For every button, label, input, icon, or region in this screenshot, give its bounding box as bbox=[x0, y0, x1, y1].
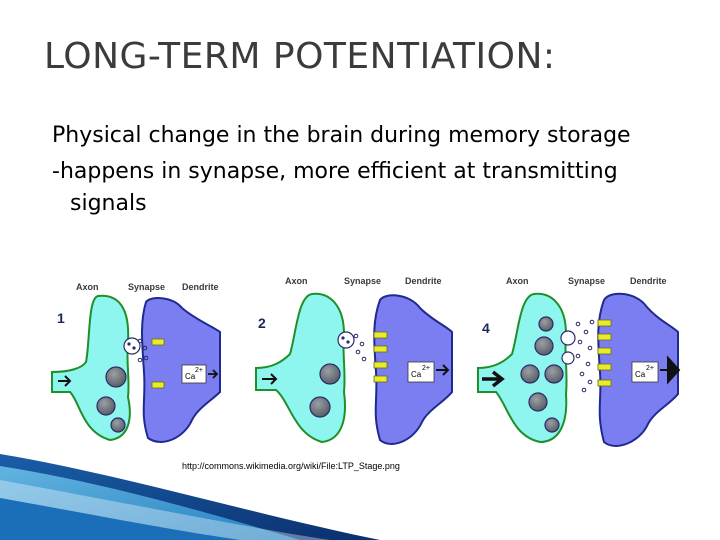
stage-4-receptor bbox=[597, 363, 612, 371]
stage-1-receptor bbox=[151, 338, 165, 346]
stage-2-input-arrow bbox=[262, 373, 278, 385]
stage-1-fused-vesicle bbox=[123, 337, 141, 355]
stage-2-vesicle bbox=[309, 396, 331, 418]
neurotransmitter-dot bbox=[355, 349, 361, 355]
stage-1-receptor bbox=[151, 381, 165, 389]
stage-1-synapse-label: Synapse bbox=[128, 282, 165, 292]
slide-title: LONG-TERM POTENTIATION: bbox=[44, 36, 556, 77]
stage-4-ion-box bbox=[631, 361, 659, 383]
stage-4-ion-charge: 2+ bbox=[646, 365, 654, 372]
stage-2-receptor bbox=[373, 375, 388, 383]
neurotransmitter-dot bbox=[589, 319, 595, 325]
stage-1-ion-label: Ca bbox=[185, 372, 196, 381]
neurotransmitter-dot bbox=[361, 356, 367, 362]
decorative-swoosh bbox=[0, 454, 380, 540]
stage-4-vesicle bbox=[534, 336, 554, 356]
neurotransmitter-dot bbox=[127, 342, 131, 346]
stage-1-vesicle bbox=[110, 417, 126, 433]
neurotransmitter-dot bbox=[575, 353, 581, 359]
stage-4-receptor bbox=[597, 333, 612, 341]
neurotransmitter-dot bbox=[579, 371, 585, 377]
stage-1-number: 1 bbox=[57, 310, 65, 326]
stage-4-ion-label: Ca bbox=[635, 370, 646, 379]
bullet-1: Physical change in the brain during memo… bbox=[52, 123, 631, 148]
neurotransmitter-dot bbox=[581, 387, 587, 393]
stage-2-receptor bbox=[373, 331, 388, 339]
stage-1-dendrite bbox=[141, 297, 221, 443]
stage-4-output-arrow bbox=[660, 355, 681, 385]
neurotransmitter-dot bbox=[142, 345, 148, 351]
neurotransmitter-dot bbox=[132, 346, 136, 350]
stage-2-vesicle bbox=[319, 363, 341, 385]
stage-4: 4 Axon Synapse Dendrite bbox=[477, 276, 681, 447]
stage-1-ion-charge: 2+ bbox=[195, 367, 203, 374]
neurotransmitter-dot bbox=[359, 341, 365, 347]
neurotransmitter-dot bbox=[577, 339, 583, 345]
stage-4-vesicle bbox=[528, 392, 548, 412]
neurotransmitter-dot bbox=[587, 379, 593, 385]
neurotransmitter-dot bbox=[575, 321, 581, 327]
stage-2-dendrite-label: Dendrite bbox=[405, 276, 442, 286]
stage-2-fused-vesicle bbox=[337, 331, 355, 349]
stage-4-dendrite-label: Dendrite bbox=[630, 276, 667, 286]
stage-2: 2 Axon Synapse Dendrite Ca 2+ bbox=[255, 276, 453, 445]
bullet-2: -happens in synapse, more efficient at t… bbox=[52, 159, 618, 216]
stage-4-synapse-label: Synapse bbox=[568, 276, 605, 286]
stage-1-axon-label: Axon bbox=[76, 282, 99, 292]
stage-4-fused-vesicle bbox=[561, 351, 575, 365]
bullet-list: Physical change in the brain during memo… bbox=[52, 120, 692, 224]
neurotransmitter-dot bbox=[137, 357, 143, 363]
stage-2-ion-charge: 2+ bbox=[422, 365, 430, 372]
stage-1-vesicle bbox=[96, 396, 116, 416]
stage-2-axon-label: Axon bbox=[285, 276, 308, 286]
ltp-stage-diagram: 1 Axon Synapse Dendrite Ca bbox=[0, 262, 720, 462]
stage-1: 1 Axon Synapse Dendrite Ca bbox=[51, 282, 221, 443]
stage-1-vesicle bbox=[105, 366, 127, 388]
stage-1-ion-box bbox=[181, 364, 207, 384]
stage-2-receptor bbox=[373, 345, 388, 353]
stage-2-output-arrow bbox=[436, 364, 450, 376]
stage-4-vesicle bbox=[520, 364, 540, 384]
stage-2-synapse-label: Synapse bbox=[344, 276, 381, 286]
neurotransmitter-dot bbox=[341, 336, 345, 340]
neurotransmitter-dot bbox=[137, 338, 143, 344]
neurotransmitter-dot bbox=[583, 329, 589, 335]
neurotransmitter-dot bbox=[353, 333, 359, 339]
stage-1-input-arrow bbox=[58, 375, 72, 387]
stage-4-receptor bbox=[597, 379, 612, 387]
stage-1-dendrite-label: Dendrite bbox=[182, 282, 219, 292]
stage-1-output-arrow bbox=[208, 369, 219, 379]
neurotransmitter-dot bbox=[587, 345, 593, 351]
stage-4-receptor bbox=[597, 319, 612, 327]
stage-4-vesicle bbox=[544, 364, 564, 384]
stage-2-number: 2 bbox=[258, 315, 266, 331]
stage-2-ion-box bbox=[407, 361, 435, 383]
stage-4-receptor bbox=[597, 347, 612, 355]
stage-4-fused-vesicle bbox=[560, 330, 576, 346]
stage-4-vesicle bbox=[538, 316, 554, 332]
neurotransmitter-dot bbox=[143, 355, 149, 361]
stage-4-axon-label: Axon bbox=[506, 276, 529, 286]
stage-4-vesicle bbox=[544, 417, 560, 433]
stage-2-ion-label: Ca bbox=[411, 370, 422, 379]
source-caption: http://commons.wikimedia.org/wiki/File:L… bbox=[182, 461, 400, 471]
stage-4-number: 4 bbox=[482, 320, 490, 336]
neurotransmitter-dot bbox=[585, 361, 591, 367]
stage-4-input-arrow bbox=[482, 370, 505, 388]
neurotransmitter-dot bbox=[346, 340, 350, 344]
stage-2-receptor bbox=[373, 361, 388, 369]
